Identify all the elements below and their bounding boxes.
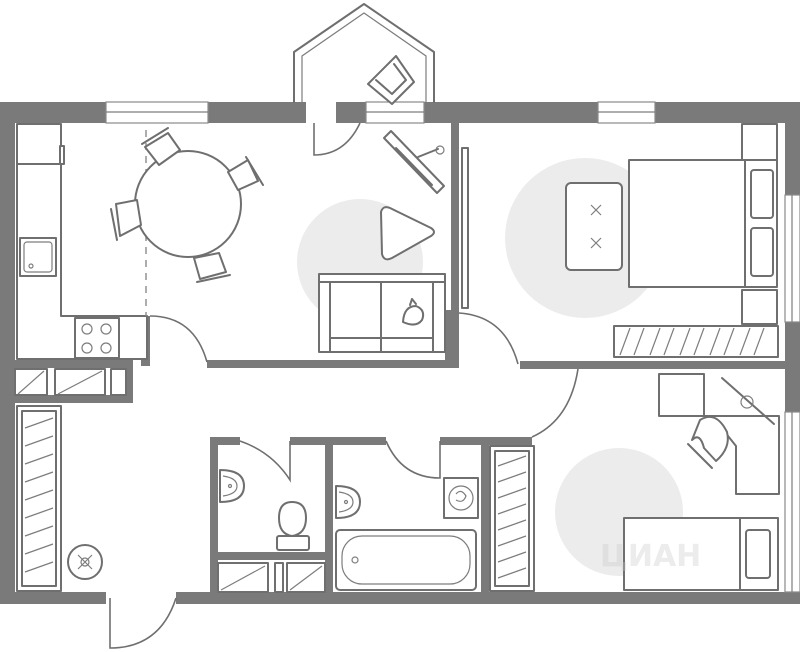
entrance-door[interactable]: [109, 597, 177, 649]
tv-stand: [383, 130, 445, 194]
bedroom: [461, 123, 779, 358]
interior-walls: [15, 123, 785, 597]
second-bedroom-door[interactable]: [531, 368, 579, 438]
wardrobe: [489, 445, 535, 592]
washing-machine: [443, 477, 479, 519]
dining-chair: [193, 252, 231, 283]
doors: [109, 122, 579, 649]
dining-table: [134, 150, 242, 258]
office-chair: [691, 416, 729, 462]
corner-desk: [658, 373, 780, 495]
second-bedroom: [489, 373, 780, 592]
double-bed: [628, 159, 778, 288]
kitchen: [16, 123, 148, 360]
single-bed: [623, 517, 779, 591]
dining-set: [110, 127, 264, 283]
nightstand: [741, 123, 778, 161]
bedroom-door[interactable]: [458, 312, 519, 365]
desk-monitor: [721, 377, 775, 425]
exterior-walls: [0, 102, 800, 604]
watermark: ЦИАН: [600, 539, 701, 574]
living-room: [318, 130, 446, 353]
bedroom-shelf: [613, 325, 779, 358]
bathtub: [335, 529, 477, 591]
toilet-door[interactable]: [239, 440, 291, 483]
hallway: [16, 405, 103, 592]
windows: [105, 101, 800, 593]
bathroom-door[interactable]: [385, 440, 441, 479]
dining-chair: [110, 199, 142, 241]
kitchen-door[interactable]: [149, 315, 208, 363]
ottoman: [565, 182, 623, 271]
kitchen-counter: [16, 163, 148, 360]
kitchen-sink: [19, 237, 57, 277]
sofa: [318, 273, 446, 353]
balcony: [293, 3, 435, 105]
dining-chair: [141, 127, 181, 166]
ceiling-lamp-icon: [67, 544, 103, 580]
balcony-door[interactable]: [313, 122, 361, 156]
storage-niches: [14, 368, 326, 593]
wardrobe-rail: [461, 147, 469, 309]
balcony-armchair: [367, 55, 415, 105]
hall-wardrobe: [16, 405, 62, 592]
nightstand: [741, 289, 778, 325]
toilet: [276, 501, 310, 551]
toilet-room: [219, 469, 310, 551]
cooktop: [74, 317, 120, 359]
fridge: [16, 123, 62, 165]
bathroom: [335, 477, 479, 591]
dining-chair: [227, 156, 264, 191]
cat-decor-icon: [402, 305, 425, 326]
coffee-table: [380, 206, 435, 261]
